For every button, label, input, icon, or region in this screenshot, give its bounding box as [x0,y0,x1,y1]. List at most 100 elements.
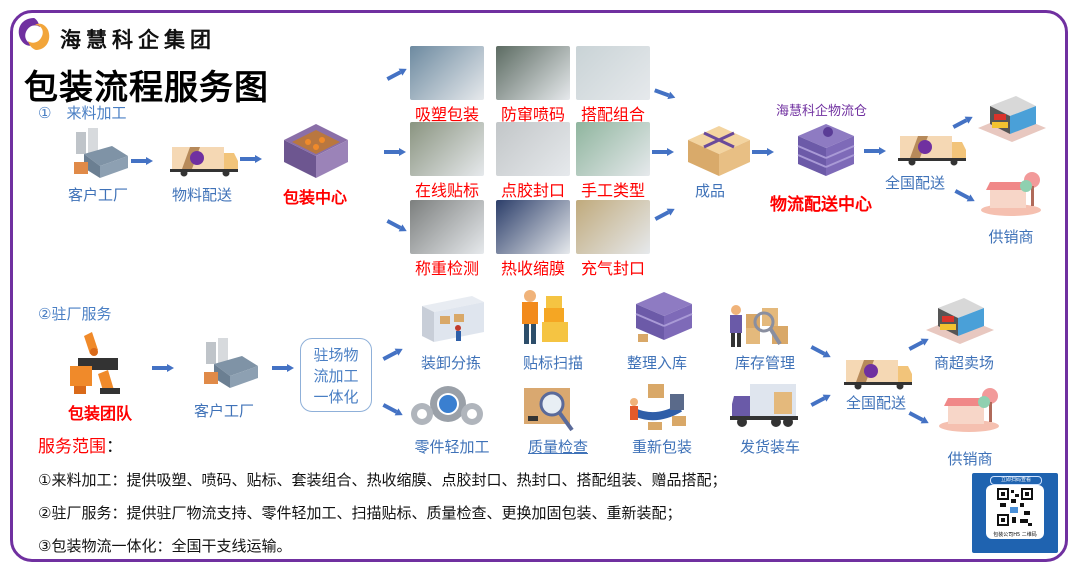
warehouse-icon [797,124,855,176]
arrow-up-right-icon [654,208,675,221]
arrow-down-right-icon [954,189,975,202]
supplier-shop-icon [981,172,1041,216]
service-label: 贴标扫描 [522,354,583,372]
warehouse-storage-icon [635,292,693,342]
shipping-truck-icon [730,384,798,427]
page-title: 包装流程服务图 [24,68,269,108]
delivery-truck-icon [844,360,912,390]
arrow-right-icon [152,364,174,372]
process-photo [410,46,484,100]
service-label: 整理入库 [626,354,687,372]
boxes-icon [688,126,750,176]
logistics-center-label: 物流配送中心 [770,195,872,215]
process-photo [496,200,570,254]
scope-item-1: ①来料加工：提供吸塑、喷码、贴标、套装组合、热收缩膜、点胶封口、热封口、搭配组装… [38,471,727,489]
service-label: 装卸分拣 [420,354,481,372]
supermarket-icon [978,96,1046,142]
factory-icon [74,128,128,178]
company-logo-icon [18,18,50,50]
arrow-up-right-icon [908,338,929,351]
scope-heading: 服务范围： [38,432,123,457]
integration-line: 一体化 [313,388,359,406]
integration-box: 驻场物 流加工 一体化 [300,338,372,412]
packaging-center-icon [284,124,348,178]
qr-code-area [986,485,1044,539]
arrow-right-icon [272,364,294,372]
process-photo [410,122,484,176]
qr-code-card[interactable]: 立即扫码查看 包装公司H5 二维码 [972,473,1058,553]
supplier-label: 供销商 [988,228,1034,246]
arrow-up-right-icon [386,68,407,81]
arrow-right-icon [384,148,406,156]
scope-item-3: ③包装物流一体化：全国干支线运输。 [38,537,292,555]
client-factory-label: 客户工厂 [67,186,128,204]
supermarket-label: 商超卖场 [933,354,994,372]
service-label: 发货装车 [739,438,800,456]
arrow-up-right-icon [382,348,403,361]
process-label: 称重检测 [414,259,479,278]
process-photo [576,200,650,254]
arrow-right-icon [652,148,674,156]
arrow-right-icon [240,155,262,163]
process-photo [576,46,650,100]
service-label: 质量检查 [527,438,588,456]
warehouse-caption: 海慧科企物流仓 [776,104,868,119]
arrow-right-icon [131,157,153,165]
qr-footer: 包装公司H5 二维码 [993,532,1037,538]
delivery-truck-icon [898,136,966,166]
supplier-shop-icon [939,388,999,432]
service-label: 重新包装 [631,438,692,456]
packaging-center-label: 包装中心 [282,188,347,207]
gears-icon [411,386,483,425]
arrow-down-right-icon [810,345,831,358]
inventory-management-icon [730,305,788,347]
robot-arm-icon [70,332,120,394]
delivery-truck-icon [170,147,238,177]
arrow-down-right-icon [386,219,407,232]
service-label: 库存管理 [734,354,795,372]
arrow-right-icon [752,148,774,156]
page-frame [10,10,1068,562]
arrow-right-icon [864,147,886,155]
integration-line: 流加工 [313,367,359,385]
process-label: 充气封口 [580,259,645,278]
scope-item-2: ②驻厂服务：提供驻厂物流支持、零件轻加工、扫描贴标、质量检查、更换加固包装、重新… [38,504,682,522]
supermarket-icon [926,298,994,344]
process-label: 搭配组合 [580,105,645,124]
process-photo [496,46,570,100]
section2-label: ②驻厂服务 [38,305,112,323]
nationwide-delivery-label-2: 全国配送 [845,394,906,412]
nationwide-delivery-label: 全国配送 [884,174,945,192]
arrow-up-right-icon [810,394,831,407]
process-label: 防窜喷码 [500,105,565,124]
packaging-team-label: 包装团队 [67,404,132,423]
label-scanning-icon [522,290,568,344]
qr-header: 立即扫码查看 [990,476,1042,485]
process-label: 吸塑包装 [414,105,479,124]
factory-icon [204,338,258,388]
section1-label: ① 来料加工 [38,104,127,122]
company-name: 海慧科企集团 [60,28,216,52]
arrow-down-right-icon [382,403,403,416]
finished-goods-label: 成品 [694,182,725,200]
loading-sorting-icon [422,296,484,342]
process-label: 点胶封口 [500,181,565,200]
supplier-label-2: 供销商 [947,450,993,468]
qr-code-icon [997,488,1033,526]
material-delivery-label: 物料配送 [171,186,232,204]
process-photo [410,200,484,254]
process-label: 热收缩膜 [500,259,565,278]
scope-heading-colon: ： [106,437,123,457]
arrow-down-right-icon [653,88,676,100]
repackaging-icon [630,384,686,430]
integration-line: 驻场物 [313,346,359,364]
service-label: 零件轻加工 [414,438,490,456]
arrow-up-right-icon [952,116,973,129]
client-factory-label-2: 客户工厂 [193,402,254,420]
quality-inspection-icon [524,388,574,432]
process-label: 手工类型 [580,181,645,200]
process-label: 在线贴标 [414,181,479,200]
process-photo [496,122,570,176]
arrow-down-right-icon [908,411,929,424]
process-photo [576,122,650,176]
